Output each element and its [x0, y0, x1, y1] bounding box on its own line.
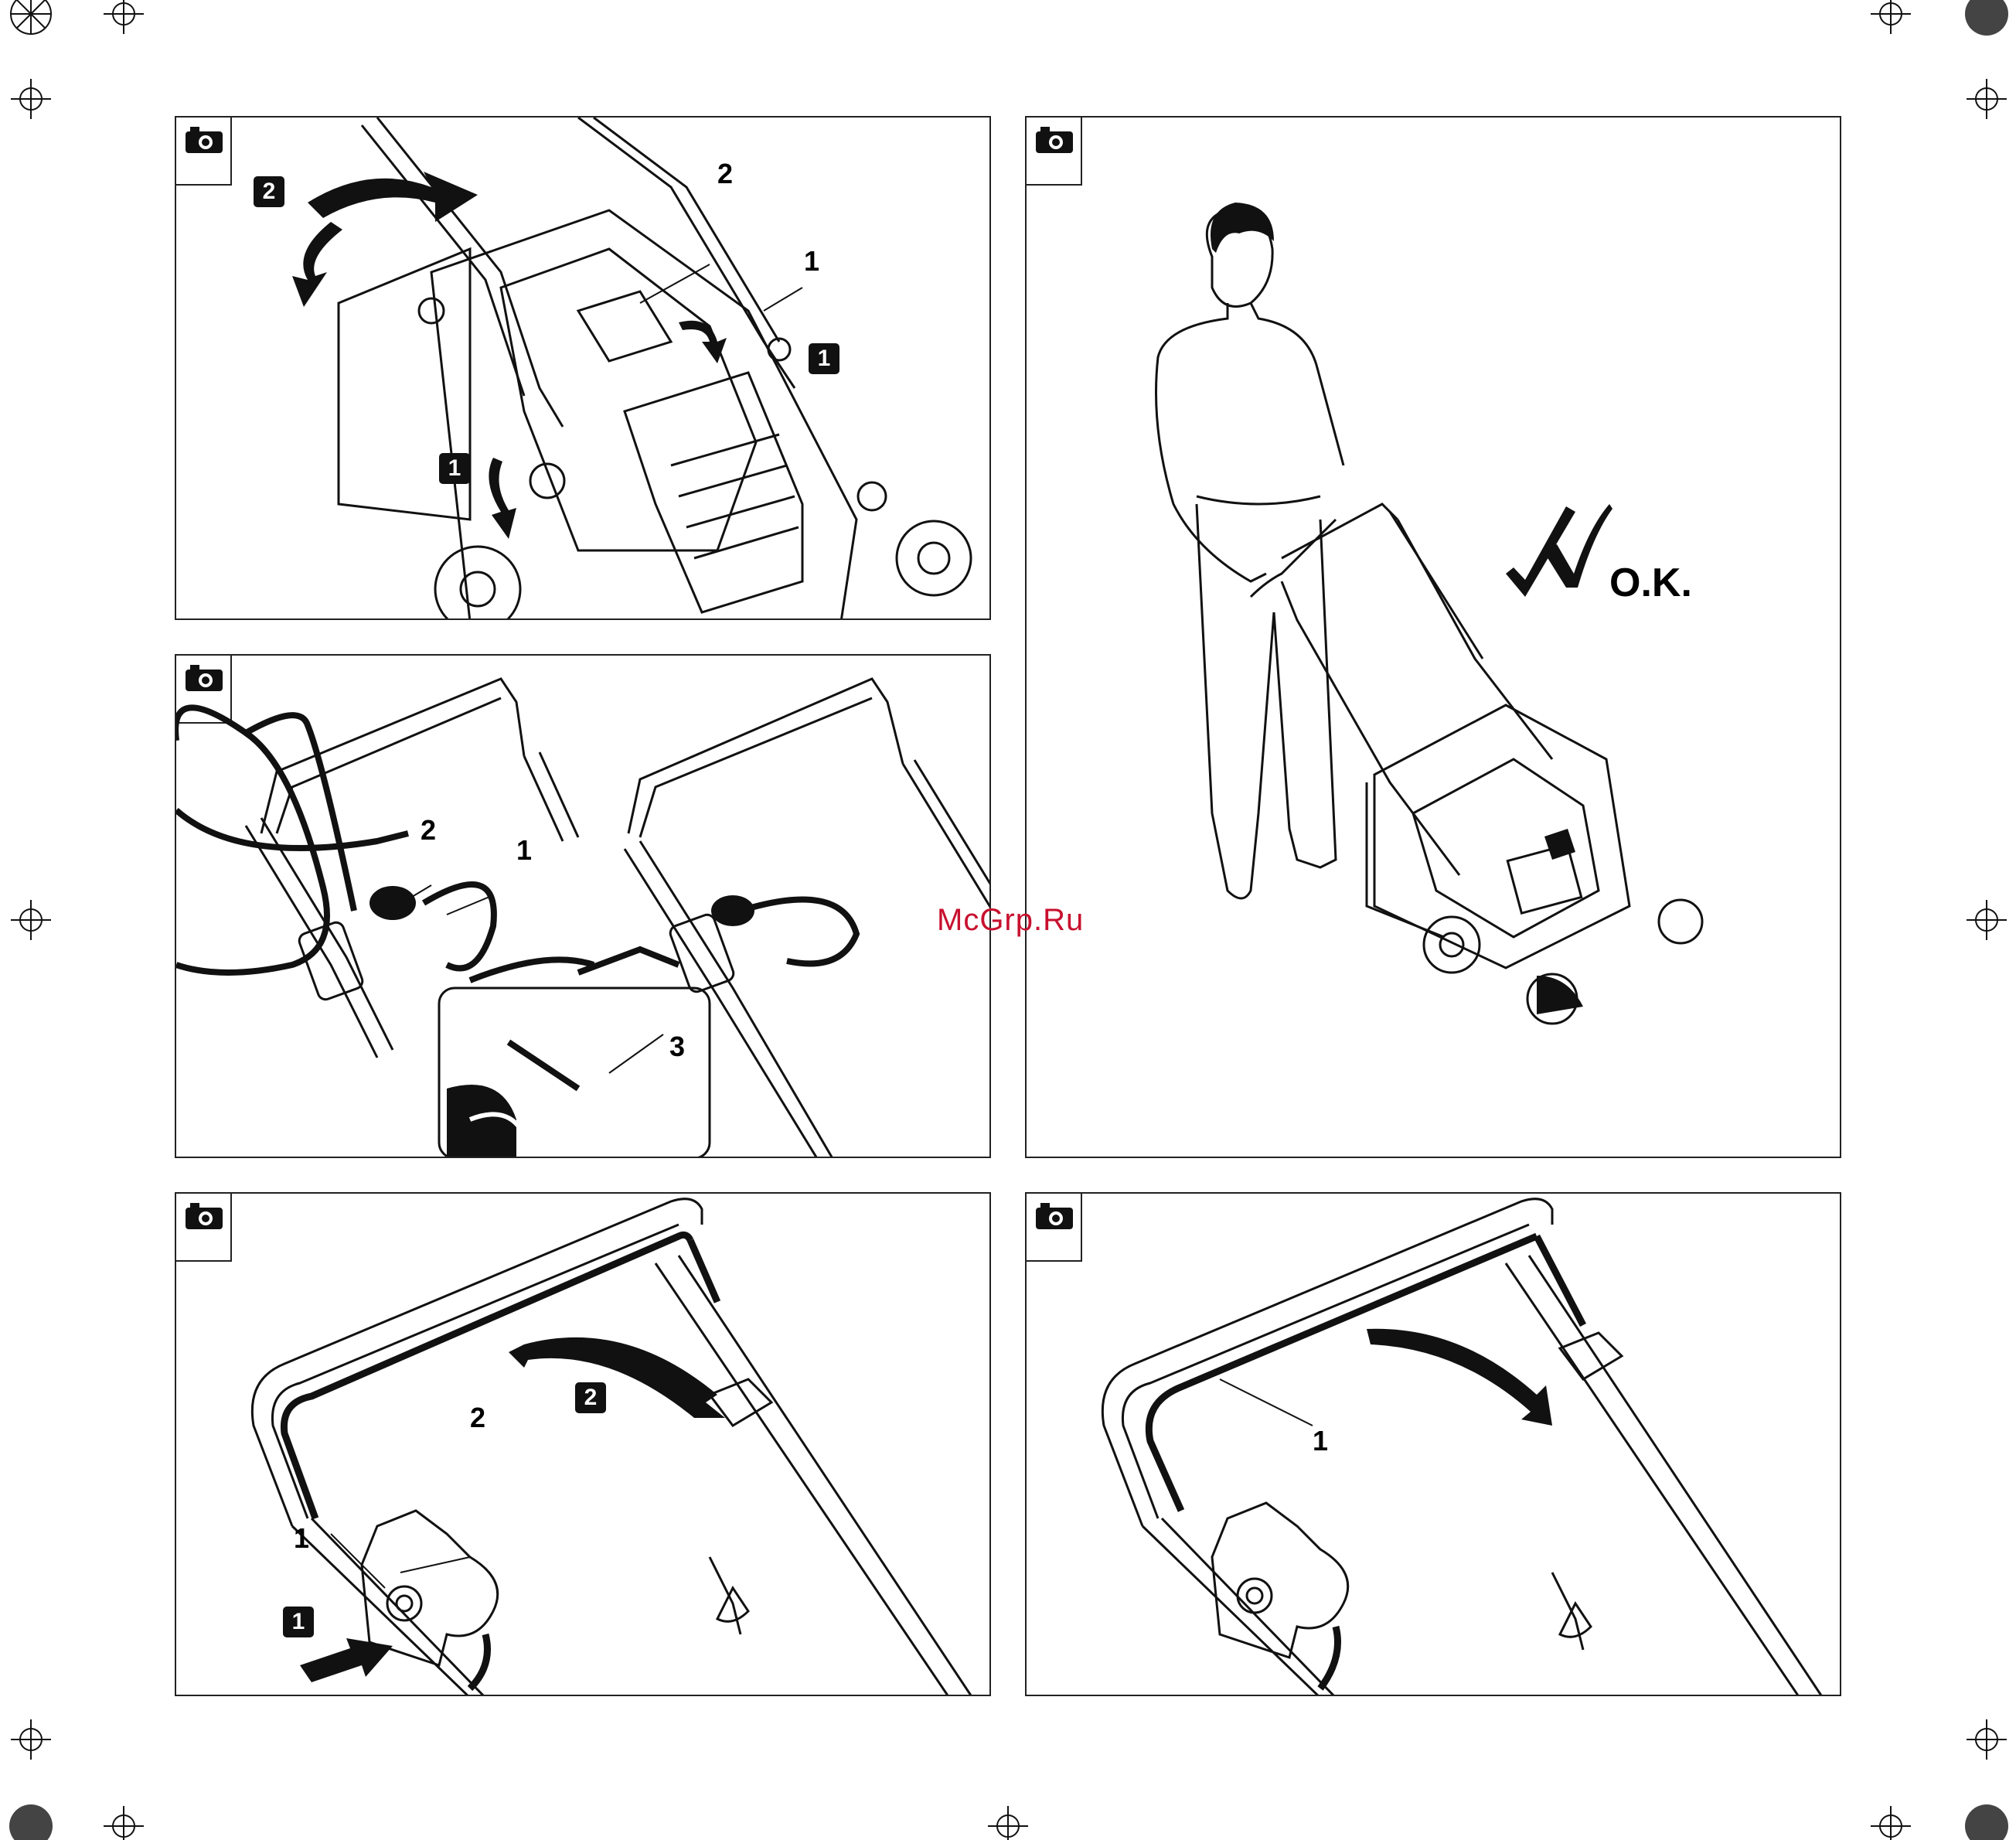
figure-panel-4: 2 1 2 1: [175, 1192, 991, 1696]
part-label: 1: [804, 247, 819, 275]
step-badge: 2: [575, 1382, 606, 1413]
part-label: 1: [516, 837, 532, 864]
step-badge: 1: [439, 453, 470, 484]
part-label: 2: [717, 160, 733, 188]
part-label: 3: [669, 1033, 685, 1061]
part-label: 2: [470, 1404, 485, 1432]
ok-text: O.K.: [1609, 560, 1692, 606]
part-label: 2: [421, 816, 436, 844]
checkmark-icon: [1543, 504, 1612, 589]
part-label: 1: [1313, 1427, 1328, 1455]
handle-cable-drawing: [176, 656, 991, 1158]
figure-panel-5: 1: [1025, 1192, 1841, 1696]
step-badge: 2: [254, 176, 284, 207]
figure-panel-2: 2 1 3: [175, 654, 991, 1158]
figure-panel-3: O.K.: [1025, 116, 1841, 1158]
figure-panel-1: 2 1 2 1 1: [175, 116, 991, 620]
part-label: 1: [294, 1525, 309, 1552]
step-badge: 1: [283, 1607, 314, 1637]
handle-lever-released-drawing: [1027, 1194, 1841, 1696]
watermark-text: McGrp.Ru: [937, 903, 1084, 938]
person-mowing-drawing: [1027, 118, 1841, 1158]
step-badge: 1: [809, 343, 839, 374]
mower-top-view-drawing: [176, 118, 991, 620]
